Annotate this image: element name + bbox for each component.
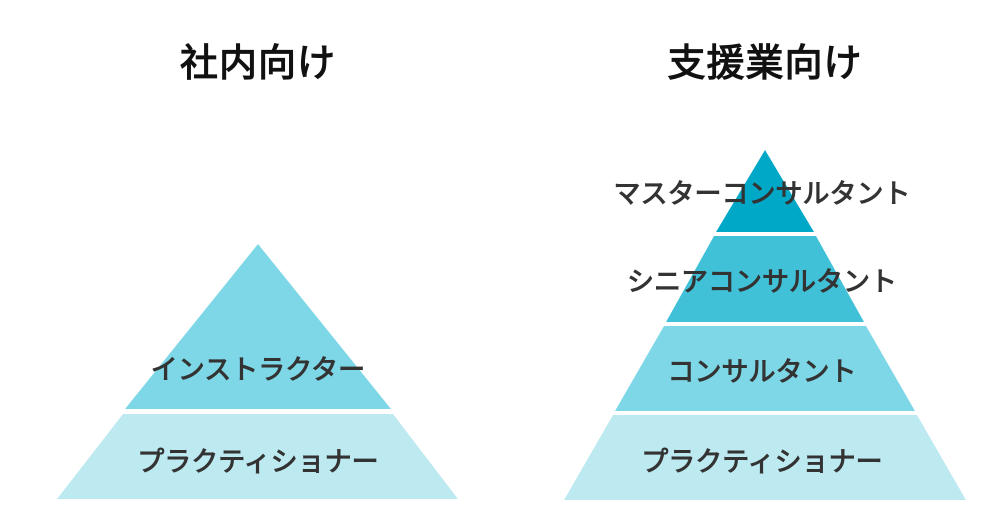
right-label-consultant: コンサルタント [667,357,857,388]
left-label-instructor: インストラクター [150,355,366,386]
right-tier-master [716,150,814,232]
left-pyramid-title: 社内向け [179,41,336,85]
left-label-practitioner: プラクティショナー [137,447,379,478]
left-tier-instructor [125,244,391,409]
right-label-senior: シニアコンサルタント [627,267,897,298]
right-tier-practitioner [564,415,966,500]
right-label-practitioner: プラクティショナー [641,447,883,478]
right-tier-senior [666,236,864,322]
left-tier-practitioner [57,414,458,499]
right-pyramid-title: 支援業向け [667,41,863,85]
right-tier-consultant [615,326,915,411]
right-label-master: マスターコンサルタント [613,179,911,210]
